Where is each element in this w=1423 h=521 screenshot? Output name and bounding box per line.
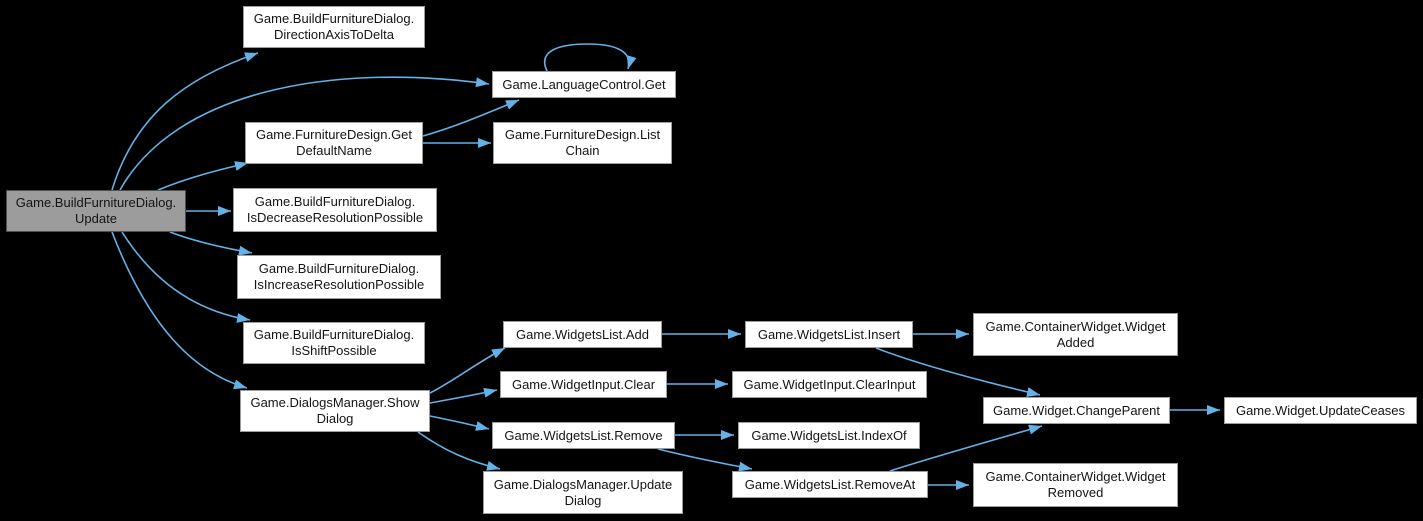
graph-node-label-line: Game.FurnitureDesign.Get bbox=[255, 127, 413, 142]
graph-node-label-line: IsDecreaseResolutionPossible bbox=[246, 210, 424, 225]
graph-node-label-line: Game.WidgetsList.Remove bbox=[504, 427, 663, 443]
edge-update-to-is-inc bbox=[169, 231, 253, 256]
graph-node-label-line: Game.WidgetsList.Add bbox=[516, 326, 649, 342]
graph-node-label-line: Game.WidgetInput.ClearInput bbox=[743, 376, 916, 392]
graph-node-label-line: Dialog bbox=[564, 492, 602, 508]
graph-node-label-line: Game.BuildFurnitureDialog. bbox=[15, 195, 177, 210]
graph-node-label-line: Game.DialogsManager.Update bbox=[493, 476, 673, 492]
graph-node-label-line: DirectionAxisToDelta bbox=[274, 27, 394, 42]
graph-node-wl-remove-at[interactable]: Game.WidgetsList.RemoveAt bbox=[732, 471, 928, 498]
edge-update-to-is-shift bbox=[121, 231, 251, 323]
graph-node-label-line: Game.DialogsManager.Show bbox=[250, 395, 420, 410]
graph-node-lang-get[interactable]: Game.LanguageControl.Get bbox=[492, 71, 676, 98]
edge-wl-remove-at-to-change-parent bbox=[889, 424, 1043, 472]
graph-node-change-parent[interactable]: Game.Widget.ChangeParent bbox=[983, 397, 1170, 424]
graph-node-label-line: Game.Widget.UpdateCeases bbox=[1235, 402, 1406, 418]
graph-node-label-line: Removed bbox=[1047, 485, 1104, 500]
graph-node-label-line: Game.ContainerWidget.Widget bbox=[985, 469, 1166, 484]
graph-node-wl-add[interactable]: Game.WidgetsList.Add bbox=[503, 321, 662, 348]
graph-node-wl-index-of[interactable]: Game.WidgetsList.IndexOf bbox=[738, 422, 920, 449]
graph-node-label-line: Game.Widget.ChangeParent bbox=[993, 402, 1160, 418]
edge-update-to-show-dialog bbox=[111, 231, 248, 390]
graph-node-label-line: DefaultName bbox=[296, 143, 372, 158]
edge-show-dialog-to-wl-remove bbox=[429, 415, 490, 431]
graph-node-wi-clear[interactable]: Game.WidgetInput.Clear bbox=[500, 371, 667, 398]
graph-node-is-shift[interactable]: Game.BuildFurnitureDialog.IsShiftPossibl… bbox=[243, 322, 425, 364]
graph-node-label-line: Dialog bbox=[316, 411, 354, 426]
edge-wl-insert-to-change-parent bbox=[875, 347, 1041, 397]
edge-get-def-name-to-lang-get bbox=[422, 99, 520, 137]
graph-node-wi-clear-input[interactable]: Game.WidgetInput.ClearInput bbox=[732, 371, 927, 398]
graph-node-label-line: Game.WidgetInput.Clear bbox=[511, 376, 656, 392]
edge-lang-get-to-lang-get bbox=[543, 43, 637, 72]
graph-node-label-line: Added bbox=[1056, 334, 1095, 350]
graph-node-label-line: Chain bbox=[565, 143, 600, 158]
edge-show-dialog-to-wi-clear bbox=[429, 387, 498, 404]
graph-node-label-line: Game.WidgetsList.Insert bbox=[757, 326, 901, 342]
graph-node-update: Game.BuildFurnitureDialog.Update bbox=[6, 190, 186, 232]
edge-wl-remove-to-wl-remove-at bbox=[657, 448, 753, 472]
graph-node-label-line: Game.BuildFurnitureDialog. bbox=[253, 327, 415, 342]
graph-node-label-line: Game.BuildFurnitureDialog. bbox=[254, 194, 416, 209]
graph-node-label-line: Game.ContainerWidget.Widget bbox=[985, 318, 1166, 334]
graph-node-is-inc[interactable]: Game.BuildFurnitureDialog.IsIncreaseReso… bbox=[237, 255, 441, 299]
graph-node-label-line: Update bbox=[75, 211, 117, 226]
graph-node-wl-insert[interactable]: Game.WidgetsList.Insert bbox=[745, 321, 913, 348]
edge-update-to-get-def-name bbox=[157, 161, 249, 191]
graph-node-label-line: IsIncreaseResolutionPossible bbox=[253, 277, 425, 292]
edge-update-to-lang-get bbox=[119, 76, 490, 191]
graph-node-is-dec[interactable]: Game.BuildFurnitureDialog.IsDecreaseReso… bbox=[233, 188, 437, 232]
edge-group bbox=[111, 43, 1220, 490]
graph-node-update-ceases[interactable]: Game.Widget.UpdateCeases bbox=[1224, 397, 1417, 424]
graph-node-label-line: Game.BuildFurnitureDialog. bbox=[258, 261, 420, 276]
graph-node-label-line: Game.FurnitureDesign.List bbox=[504, 127, 661, 142]
graph-node-label-line: Game.WidgetsList.RemoveAt bbox=[744, 476, 916, 492]
graph-node-label-line: Game.WidgetsList.IndexOf bbox=[751, 427, 907, 443]
edge-show-dialog-to-upd-dialog bbox=[417, 431, 501, 471]
edge-update-to-dir-axis bbox=[111, 52, 259, 191]
graph-node-wl-remove[interactable]: Game.WidgetsList.Remove bbox=[492, 422, 675, 449]
graph-node-label-line: IsShiftPossible bbox=[291, 343, 377, 358]
graph-node-label-line: Game.BuildFurnitureDialog. bbox=[253, 11, 415, 26]
graph-node-label-line: Game.LanguageControl.Get bbox=[502, 76, 666, 92]
graph-node-dir-axis[interactable]: Game.BuildFurnitureDialog.DirectionAxisT… bbox=[243, 6, 425, 48]
edge-show-dialog-to-wl-add bbox=[429, 347, 506, 394]
